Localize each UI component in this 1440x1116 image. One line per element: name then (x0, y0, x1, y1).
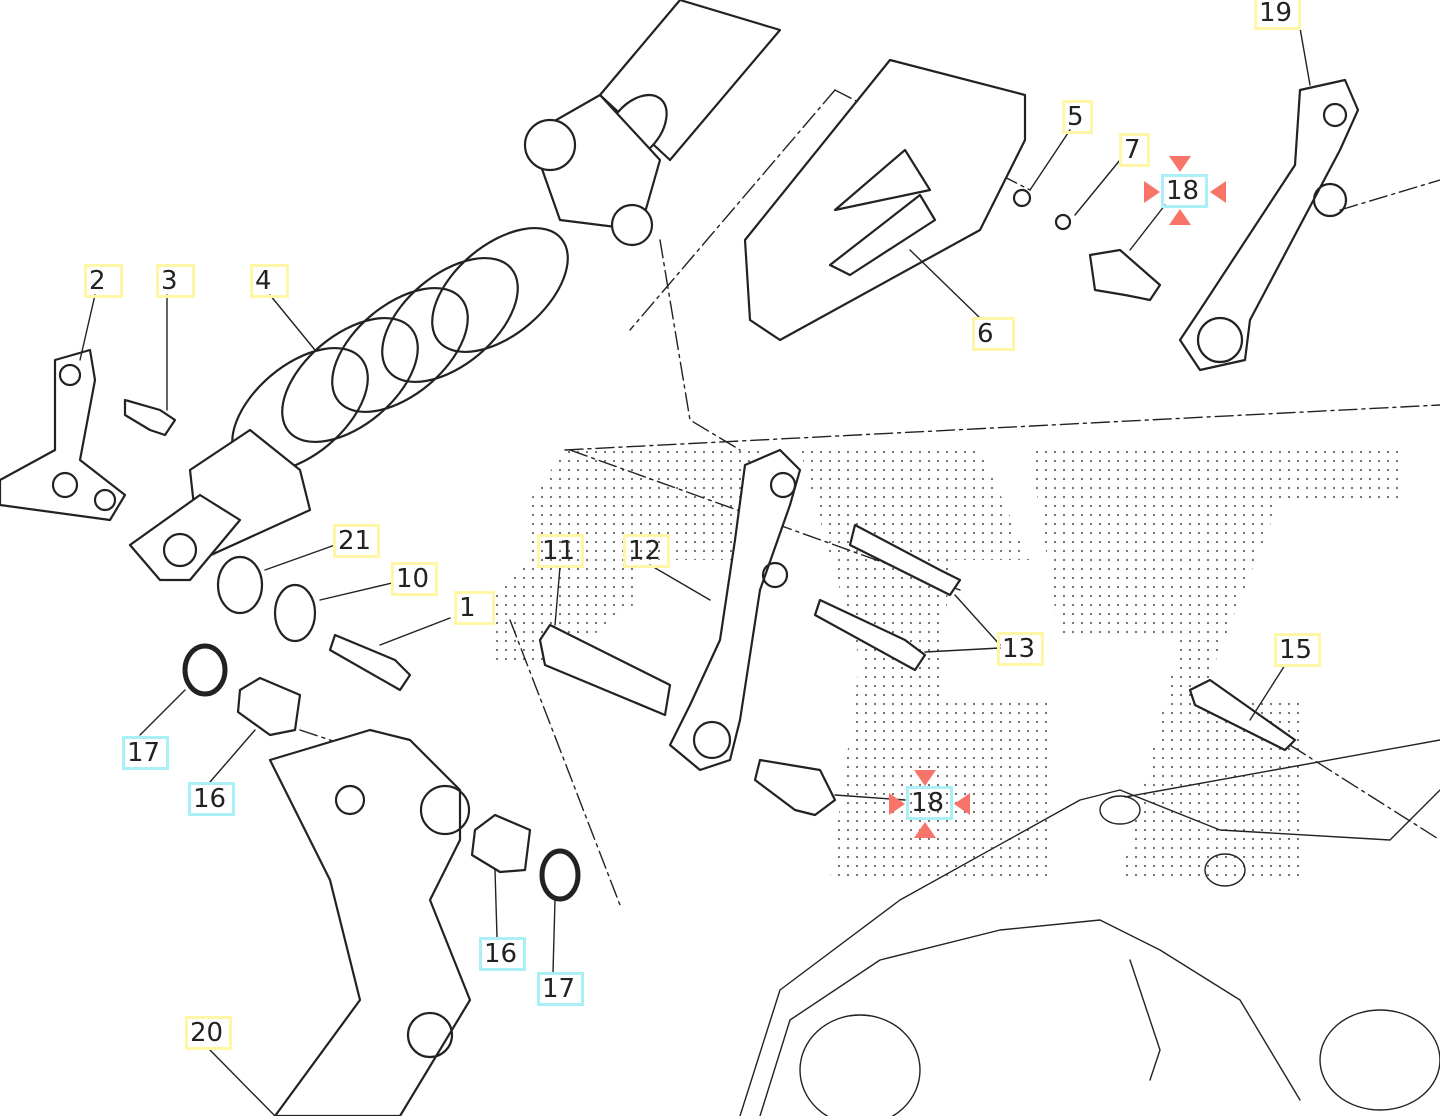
swingarm (739, 789, 1440, 1116)
callout-19[interactable]: 19 (1254, 0, 1302, 30)
bolt-part-13-upper (848, 523, 962, 597)
rocker-part-20 (268, 728, 472, 1116)
shock-absorber-part-4 (128, 0, 782, 582)
callout-5[interactable]: 5 (1062, 100, 1093, 134)
callout-12[interactable]: 12 (623, 534, 671, 568)
callout-11[interactable]: 11 (537, 534, 585, 568)
callout-17-left[interactable]: 17 (122, 736, 170, 770)
callout-15[interactable]: 15 (1274, 633, 1322, 667)
callout-6[interactable]: 6 (972, 317, 1015, 351)
seal-part-17-left (182, 643, 228, 697)
bolt-part-15 (1188, 678, 1297, 752)
callout-16-right[interactable]: 16 (479, 937, 527, 971)
callout-7[interactable]: 7 (1119, 133, 1150, 167)
bolt-part-3 (123, 398, 177, 437)
marker-arrow-down-icon (1169, 156, 1191, 172)
bushing-part-16-left (236, 676, 302, 737)
callout-21[interactable]: 21 (333, 524, 381, 558)
washer-part-21 (216, 555, 264, 615)
callout-13[interactable]: 13 (997, 632, 1045, 666)
callout-18-selected[interactable]: 18 (1161, 174, 1209, 208)
marker-arrow-right-icon (889, 793, 905, 815)
link-part-12 (668, 448, 802, 772)
bolt-part-18-lower (753, 758, 837, 817)
callout-2[interactable]: 2 (84, 264, 123, 298)
callout-17-right[interactable]: 17 (537, 972, 585, 1006)
linkage-part-2 (0, 348, 127, 522)
bushing-part-16-right (470, 813, 532, 874)
callout-18-lower-selected[interactable]: 18 (906, 786, 954, 820)
marker-arrow-right-icon (1144, 181, 1160, 203)
spacer-part-11 (538, 623, 672, 717)
seal-part-17-right (539, 848, 581, 902)
leader-lines (79, 27, 1440, 1116)
bolt-part-13-lower (813, 598, 927, 672)
marker-arrow-up-icon (1169, 209, 1191, 225)
marker-arrow-left-icon (954, 793, 970, 815)
callout-1[interactable]: 1 (454, 591, 495, 625)
marker-arrow-up-icon (914, 822, 936, 838)
callout-10[interactable]: 10 (391, 562, 439, 596)
bushing-part-10 (273, 583, 317, 643)
marker-arrow-left-icon (1210, 181, 1226, 203)
callout-4[interactable]: 4 (250, 264, 289, 298)
callout-16-left[interactable]: 16 (188, 782, 236, 816)
bolt-part-1 (328, 633, 412, 692)
marker-arrow-down-icon (914, 770, 936, 786)
callout-3[interactable]: 3 (156, 264, 195, 298)
callout-20[interactable]: 20 (185, 1016, 233, 1050)
link-part-19 (1178, 78, 1360, 372)
bolt-part-18-top (1088, 248, 1162, 302)
